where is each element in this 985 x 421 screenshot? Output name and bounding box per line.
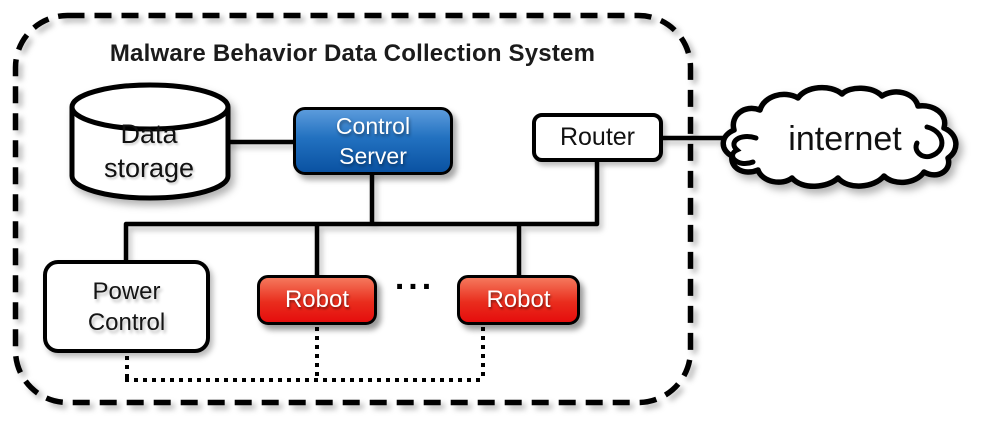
system-boundary-dashed-border [12, 12, 694, 406]
cylinder-body [69, 107, 231, 201]
internet-label: internet [752, 118, 938, 160]
ellipsis-more-robots: ... [388, 259, 442, 303]
cylinder-top [69, 82, 231, 132]
data-storage-label: Data storage [70, 112, 228, 190]
line-bus-powercontrol-router [123, 161, 600, 262]
connector-lines [123, 135, 742, 277]
robot-left-label: Robot [284, 286, 350, 313]
control-server-node: Control Server [293, 107, 453, 175]
data-storage-label-line2: storage [103, 153, 195, 183]
cloud-left-curl [730, 134, 759, 166]
internet-label-text: internet [788, 119, 902, 158]
control-server-label-line2: Server [339, 143, 407, 169]
cloud-outline [720, 84, 959, 189]
cloud-right-curl [913, 124, 945, 160]
diagram-title: Malware Behavior Data Collection System [109, 40, 596, 67]
robot-right-label: Robot [486, 286, 551, 313]
ellipsis-text: ... [394, 259, 436, 297]
power-control-label-line1: Power [92, 277, 161, 305]
power-control-label-line2: Control [87, 308, 166, 336]
data-storage-cylinder [69, 82, 231, 201]
internet-cloud [720, 84, 959, 189]
control-server-label-line1: Control [335, 113, 411, 139]
dotted-power-lines [125, 327, 485, 382]
data-storage-label-line1: Data [120, 119, 178, 149]
router-label: Router [559, 123, 636, 151]
router-node: Router [532, 113, 663, 162]
power-control-node: Power Control [43, 260, 210, 353]
robot-node-right: Robot [457, 275, 580, 325]
robot-node-left: Robot [257, 275, 377, 325]
